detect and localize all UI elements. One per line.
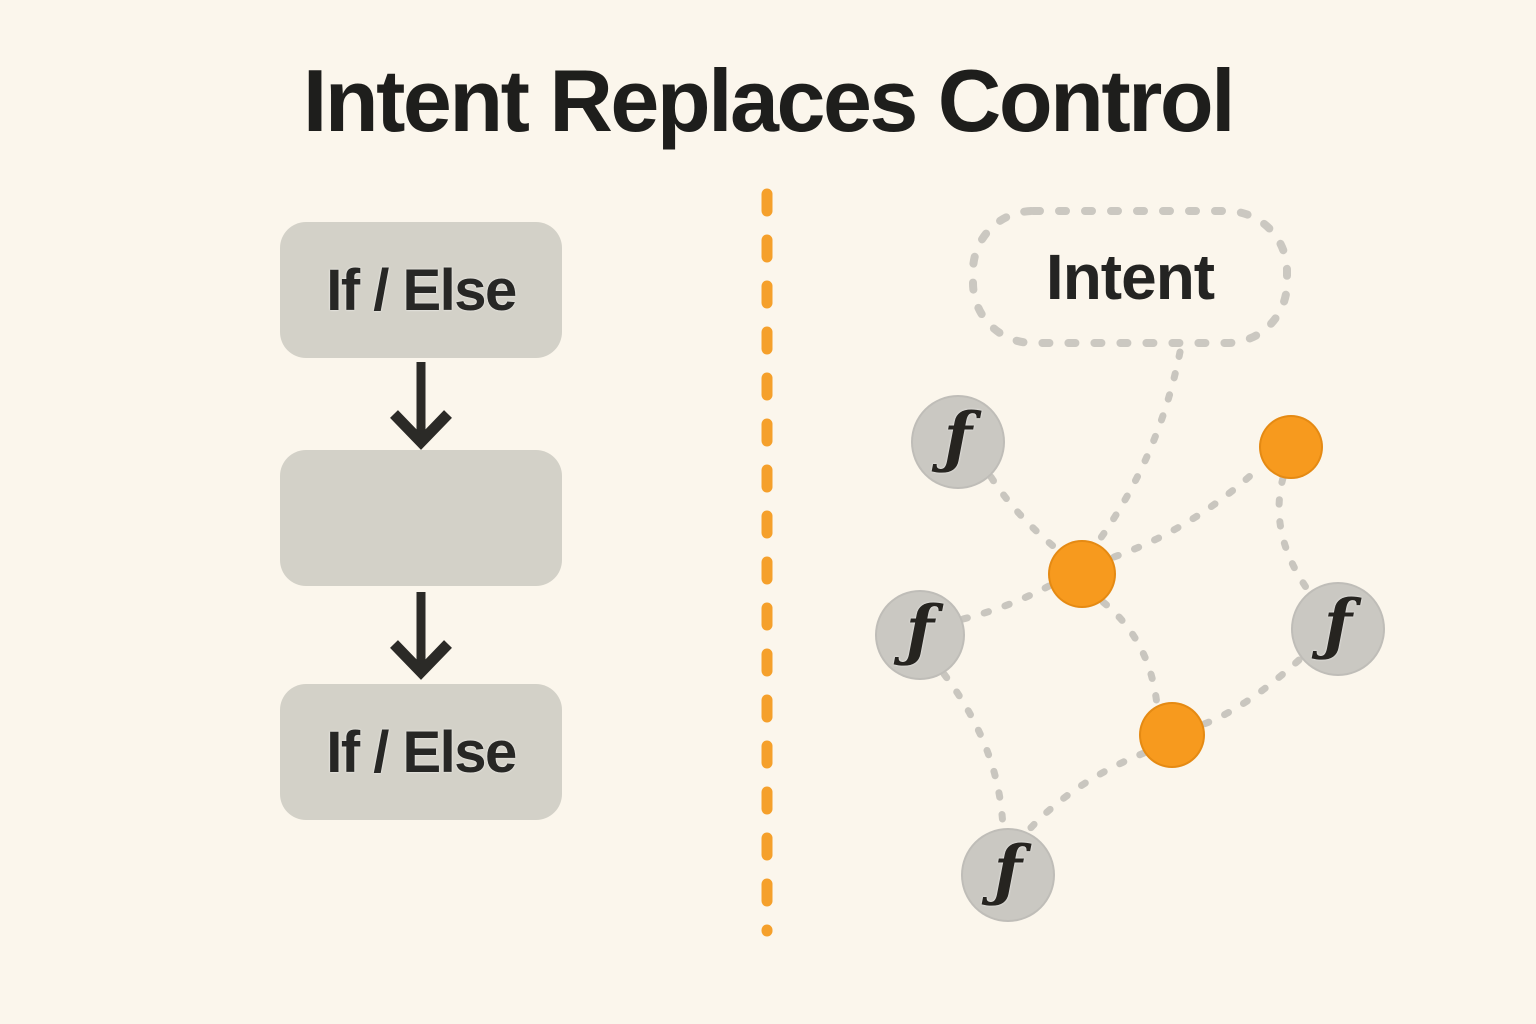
function-icon: ƒ — [1323, 585, 1353, 663]
flow-box-if-else-top: If / Else — [280, 222, 562, 358]
function-node: ƒ — [875, 590, 965, 680]
orange-dot-node — [1048, 540, 1116, 608]
function-node: ƒ — [1291, 582, 1385, 676]
intent-bubble-outline — [969, 207, 1291, 347]
edge-orange2-orange3 — [1099, 598, 1161, 709]
flow-box-label: If / Else — [326, 257, 517, 323]
edge-fn2-orange2 — [959, 582, 1053, 623]
function-icon: ƒ — [905, 591, 935, 669]
edge-fn2-fn4 — [940, 670, 1007, 833]
function-node: ƒ — [911, 395, 1005, 489]
edge-intent-orange2 — [1088, 348, 1184, 554]
orange-dot-node — [1259, 415, 1323, 479]
intent-bubble-label: Intent — [1045, 241, 1215, 313]
edge-fn1-orange2 — [987, 473, 1062, 554]
function-icon: ƒ — [943, 398, 973, 476]
edge-orange1-fn3 — [1275, 474, 1314, 597]
arrow-down-icon — [390, 362, 452, 450]
orange-dot-node — [1139, 702, 1205, 768]
flow-box-empty-middle — [280, 450, 562, 586]
edge-orange2-orange1 — [1110, 462, 1265, 561]
function-node: ƒ — [961, 828, 1055, 922]
edge-fn3-orange3 — [1200, 656, 1303, 728]
flow-box-if-else-bottom: If / Else — [280, 684, 562, 820]
function-icon: ƒ — [993, 831, 1023, 909]
edge-orange3-fn4 — [1022, 749, 1148, 837]
arrow-down-icon — [390, 592, 452, 680]
flow-box-label: If / Else — [326, 719, 517, 785]
page-title: Intent Replaces Control — [302, 51, 1236, 150]
